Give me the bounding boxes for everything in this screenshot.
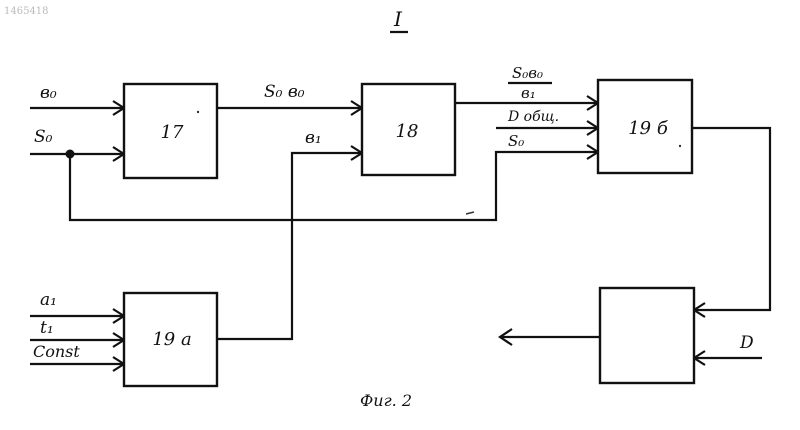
block-19a: 19 а bbox=[124, 293, 217, 386]
wire-b1 bbox=[217, 153, 362, 339]
figure-caption: Фиг. 2 bbox=[360, 391, 412, 410]
block-18-label: 18 bbox=[396, 121, 419, 142]
label-b0: в₀ bbox=[40, 83, 57, 103]
label-ratio-num: S₀в₀ bbox=[512, 64, 543, 82]
block-17-label: 17 bbox=[161, 122, 184, 143]
label-s0b0: S₀ в₀ bbox=[264, 82, 305, 102]
block-19a-label: 19 а bbox=[152, 329, 191, 350]
label-d-total: D общ. bbox=[507, 109, 559, 125]
label-b1: в₁ bbox=[305, 128, 322, 148]
block-output bbox=[600, 288, 694, 383]
wire-19b-out bbox=[692, 128, 770, 310]
label-const: Const bbox=[33, 342, 80, 361]
block-17: 17 bbox=[124, 84, 217, 178]
roman-numeral: I bbox=[393, 7, 403, 31]
label-s0: S₀ bbox=[34, 127, 53, 147]
label-d: D bbox=[739, 333, 754, 353]
block-output-frame bbox=[600, 288, 694, 383]
block-18: 18 bbox=[362, 84, 455, 175]
scan-speck bbox=[679, 145, 681, 147]
block-19b: 19 б bbox=[598, 80, 692, 173]
block-19b-label: 19 б bbox=[628, 118, 669, 139]
label-s0-19b: S₀ bbox=[508, 132, 524, 150]
label-a1: a₁ bbox=[40, 290, 57, 310]
scan-number: 1465418 bbox=[4, 6, 49, 17]
scan-speck bbox=[197, 111, 199, 113]
scan-speck bbox=[466, 212, 474, 214]
label-t1: t₁ bbox=[40, 318, 54, 338]
label-ratio-den: в₁ bbox=[521, 84, 536, 102]
